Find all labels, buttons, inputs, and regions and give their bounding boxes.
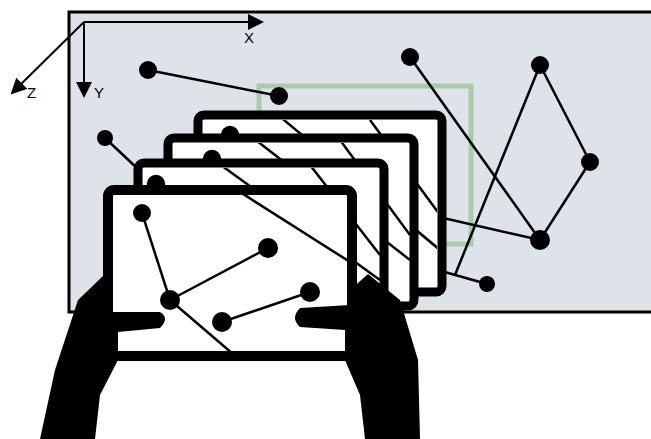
axis-label: Z xyxy=(27,85,36,100)
axis-label: Y xyxy=(94,85,104,100)
axis-label: X xyxy=(244,30,254,45)
left-hand xyxy=(40,276,165,439)
tablet-front xyxy=(108,190,352,360)
right-hand xyxy=(295,274,420,439)
